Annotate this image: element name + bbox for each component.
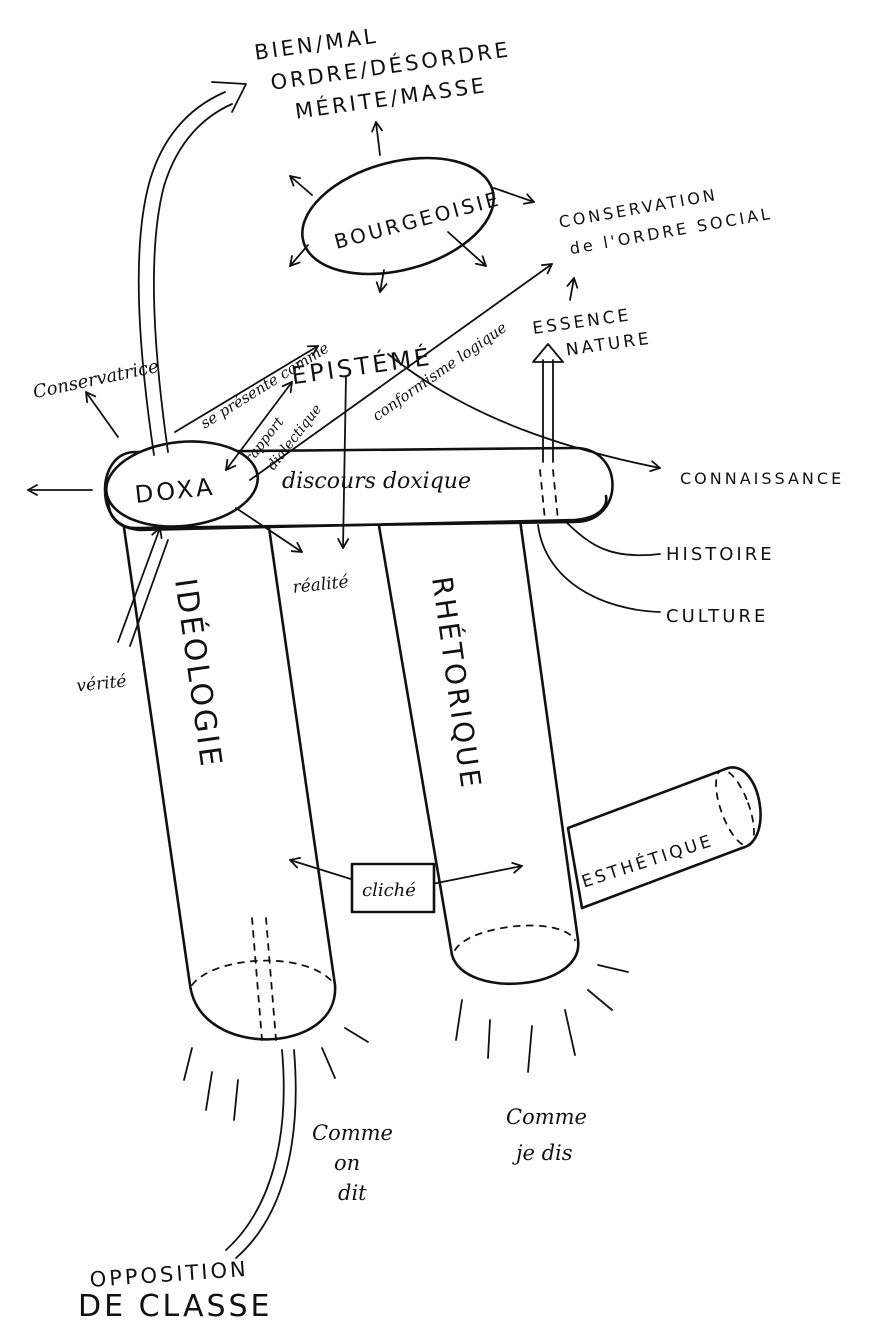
verite-label: vérité — [75, 671, 127, 696]
opposition-label: OPPOSITION — [89, 1257, 249, 1292]
essence-to-conservation-arrow — [570, 278, 574, 300]
discours-doxique-label: discours doxique — [282, 469, 471, 494]
histoire-label: HISTOIRE — [666, 544, 775, 565]
culture-label: CULTURE — [666, 606, 768, 627]
cliche-label: cliché — [362, 880, 416, 901]
nature-label: NATURE — [565, 329, 653, 361]
comme-on-dit-3: dit — [338, 1181, 367, 1205]
histoire-line — [566, 522, 660, 555]
comme-je-dis-2: je dis — [512, 1141, 573, 1165]
conservatrice-arrow — [86, 392, 118, 437]
comme-je-dis-1: Comme — [506, 1105, 587, 1129]
comme-on-dit-2: on — [334, 1151, 360, 1175]
comme-on-dit-1: Comme — [312, 1121, 393, 1145]
connaissance-label: CONNAISSANCE — [680, 469, 844, 488]
realite-label: réalité — [292, 572, 350, 598]
de-classe-label: DE CLASSE — [78, 1289, 273, 1324]
opposition-rope — [226, 1050, 296, 1258]
ideologie-rays — [184, 1028, 368, 1120]
conservatrice-label: Conservatrice — [31, 356, 161, 403]
discours-to-essence-arrow — [533, 344, 563, 462]
culture-line — [538, 525, 660, 612]
